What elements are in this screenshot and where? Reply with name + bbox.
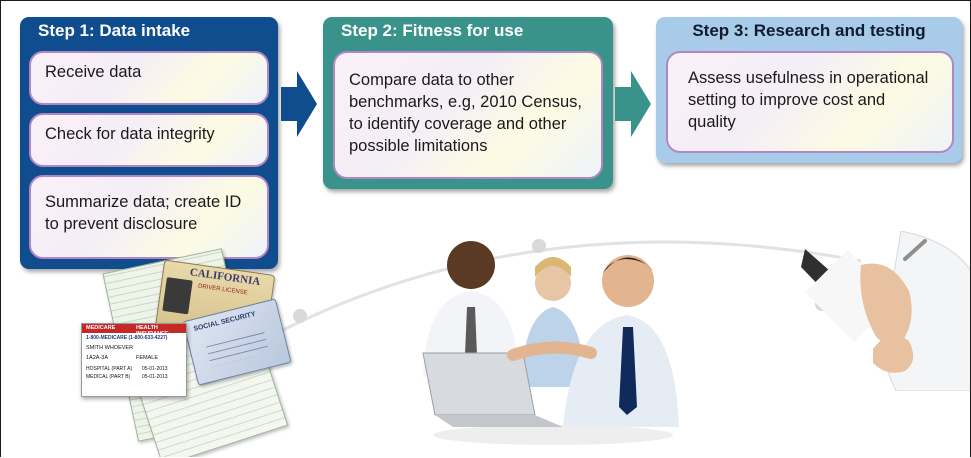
arrow-right-icon (281, 71, 317, 137)
doctor-clipboard-photo (801, 231, 970, 391)
step-1-panel: Step 1: Data intake Receive data Check f… (20, 17, 278, 269)
medicare-sex: FEMALE (136, 355, 159, 361)
medicare-name: SMITH WHOEVER (86, 345, 134, 351)
team-at-laptop-photo (422, 241, 679, 445)
medicare-brand: MEDICARE (86, 325, 116, 331)
step-1-item-label: Summarize data; create ID to prevent dis… (45, 193, 242, 233)
medicare-phone: 1-800-MEDICARE (1-800-633-4227) (86, 335, 168, 341)
medicare-medical: MEDICAL (PART B) (86, 374, 131, 380)
license-photo (162, 277, 193, 315)
step-3-title: Step 3: Research and testing (692, 21, 926, 40)
ssn-lines (204, 327, 270, 367)
step-2-text-box: Compare data to other benchmarks, e.g, 2… (333, 51, 603, 179)
step-1-item-label: Receive data (45, 63, 142, 81)
medicare-card: MEDICARE HEALTH INSURANCE 1-800-MEDICARE… (81, 323, 187, 397)
arc-dot (532, 239, 546, 253)
step-1-item-receive: Receive data (29, 51, 269, 105)
medicare-header-bar (82, 324, 186, 333)
medicare-date-b: 05-01-2013 (142, 374, 168, 380)
step-1-item-summarize: Summarize data; create ID to prevent dis… (29, 175, 269, 259)
medicare-date-a: 05-01-2013 (142, 366, 168, 372)
step-1-item-label: Check for data integrity (45, 125, 215, 143)
medicare-hospital: HOSPITAL (PART A) (86, 366, 133, 372)
step-1-item-integrity: Check for data integrity (29, 113, 269, 167)
step-2-panel: Step 2: Fitness for use Compare data to … (323, 17, 613, 189)
medicare-plan: HEALTH INSURANCE (136, 325, 169, 337)
step-3-panel: Step 3: Research and testing Assess usef… (656, 17, 962, 163)
arrow-right-icon (615, 71, 651, 137)
step-2-text: Compare data to other benchmarks, e.g, 2… (349, 71, 582, 155)
medicare-id: 1A2A-3A (86, 355, 109, 361)
documents-illustration: CALIFORNIA DRIVER LICENSE SOCIAL SECURIT… (79, 237, 292, 457)
step-2-title: Step 2: Fitness for use (341, 21, 524, 40)
step-3-text: Assess usefulness in operational setting… (688, 69, 929, 131)
arc-dot (293, 309, 307, 323)
step-3-text-box: Assess usefulness in operational setting… (666, 51, 954, 153)
step-1-title: Step 1: Data intake (38, 21, 191, 40)
